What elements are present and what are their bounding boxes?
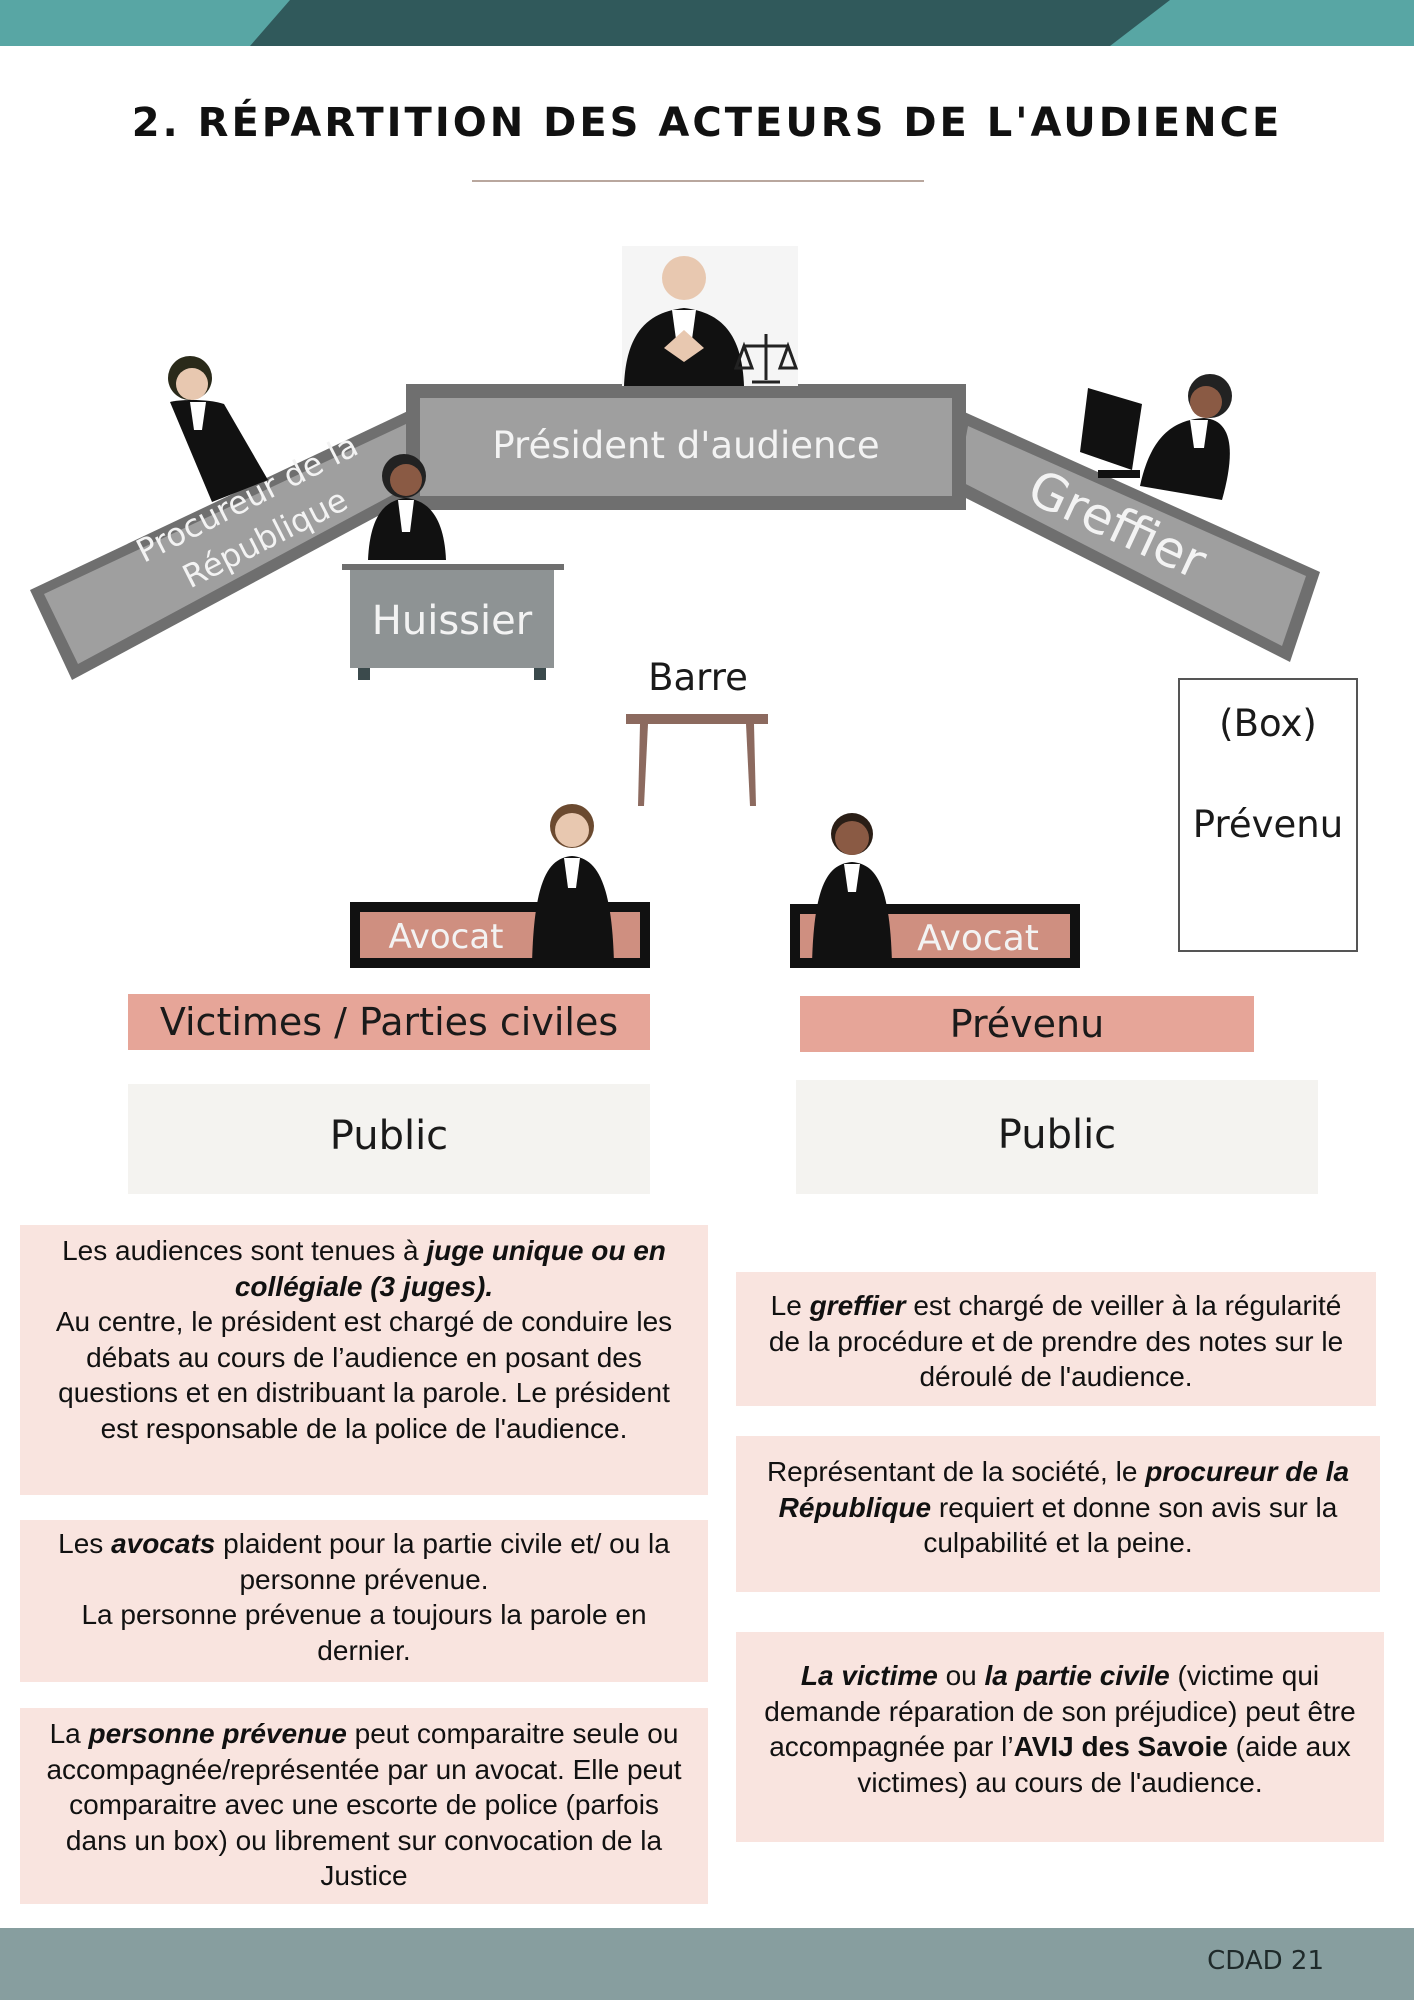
card-emphasis: procureur de la République [778,1456,1350,1523]
page-title: 2. RÉPARTITION DES ACTEURS DE L'AUDIENCE [131,100,1283,146]
card-text: Le [770,1290,810,1321]
info-card-victime: La victime ou la partie civile (victime … [736,1632,1384,1842]
barre-table [626,714,768,806]
card-text: est chargé de veiller à la régularité de… [768,1290,1344,1392]
card-emphasis: greffier [809,1290,906,1321]
card-text: Les audiences sont tenues à [62,1235,427,1266]
prevenu-band: Prévenu [800,996,1254,1052]
scales-of-justice-icon [733,334,799,384]
avocat-left-figure [532,804,614,964]
info-card-procureur: Représentant de la société, le procureur… [736,1436,1380,1592]
title-divider [472,180,924,182]
greffier-figure [1140,374,1232,500]
card-text: peut comparaitre seule ou accompagnée/re… [46,1718,682,1891]
card-text: La personne prévenue a toujours la parol… [81,1599,647,1666]
card-emphasis: juge unique ou en collégiale (3 juges). [234,1235,666,1302]
president-bench [406,384,966,510]
barre-label: Barre [648,656,748,699]
footer-bar: CDAD 21 [0,1928,1414,2000]
info-card-avocats: Les avocats plaident pour la partie civi… [20,1520,708,1682]
card-text: Représentant de la société, le [766,1456,1146,1487]
top-banner [0,0,1414,46]
card-emphasis: avocats [111,1528,216,1559]
prevenu-box: (Box) Prévenu [1178,678,1358,952]
box-label: (Box) [1219,702,1317,745]
avocat-right-figure [812,813,892,964]
card-emphasis: la partie civile [984,1660,1170,1691]
card-emphasis: personne prévenue [88,1718,347,1749]
huissier-figure [368,454,446,560]
box-prevenu-label: Prévenu [1192,803,1344,846]
huissier-label: Huissier [372,598,533,644]
info-card-greffier: Le greffier est chargé de veiller à la r… [736,1272,1376,1406]
greffier-bench [950,410,1320,662]
card-text: (victime qui demande réparation de son p… [764,1660,1356,1762]
info-card-president: Les audiences sont tenues à juge unique … [20,1225,708,1495]
huissier-desk [342,564,564,680]
card-text: La [49,1718,89,1749]
card-text: (aide aux victimes) au cours de l'audien… [857,1731,1351,1798]
card-emphasis: La victime [800,1660,938,1691]
card-text: plaident pour la partie civile et/ ou la… [215,1528,670,1595]
victimes-band: Victimes / Parties civiles [128,994,650,1050]
public-left: Public [128,1084,650,1194]
computer-icon [1080,388,1142,478]
card-text: Les [58,1528,112,1559]
procureur-bench [30,410,430,680]
card-strong: AVIJ des Savoie [1013,1731,1228,1762]
card-text: Au centre, le président est chargé de co… [55,1306,673,1444]
info-card-prevenu: La personne prévenue peut comparaitre se… [20,1708,708,1904]
president-label: Président d'audience [492,424,879,467]
public-right: Public [796,1080,1318,1194]
avocat-right-label: Avocat [917,918,1039,959]
footer-text: CDAD 21 [1207,1946,1324,1976]
procureur-figure [168,356,268,502]
card-text: ou [937,1660,985,1691]
avocat-left-label: Avocat [388,917,503,957]
card-text: requiert et donne son avis sur la culpab… [923,1491,1338,1559]
president-judge-figure [622,246,798,386]
courtroom-diagram: Président d'audience Procureur de la Rép… [30,246,1320,968]
